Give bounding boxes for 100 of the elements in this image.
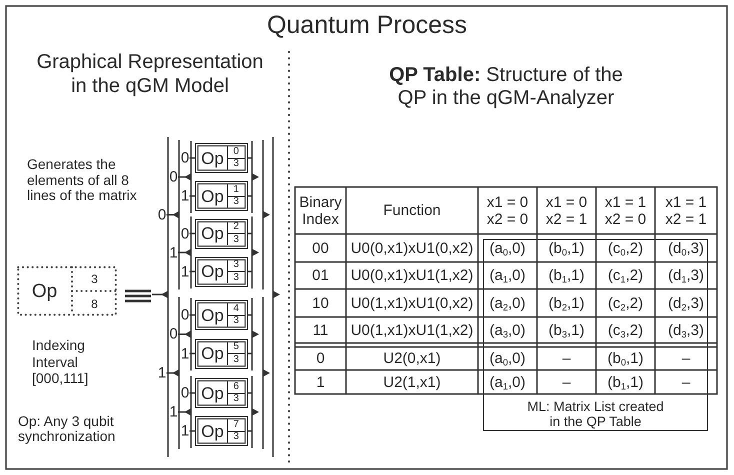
matrix-entry: (b$_{0}$,1) xyxy=(548,240,585,256)
function-expression: U0(0,x1)xU1(1,x2) xyxy=(350,267,474,284)
function-expression: U2(1,x1) xyxy=(383,374,441,390)
lower-number: 8 xyxy=(91,298,98,310)
bit-label: 0 xyxy=(180,308,190,322)
matrix-entry: (b$_{0}$,1) xyxy=(607,350,644,367)
matrix-entry: (a$_{0}$,0) xyxy=(489,350,526,367)
bit-label: 1 xyxy=(180,424,190,438)
fraction-numerator: 4 xyxy=(233,304,239,314)
bit-label: 0 xyxy=(158,207,166,222)
matrix-entry: (a$_{1}$,0) xyxy=(489,374,526,390)
bit-label: 1 xyxy=(158,366,166,380)
matrix-entry: (d$_{3}$,3) xyxy=(668,322,704,338)
fraction-denominator: 3 xyxy=(233,354,239,365)
matrix-entry: (a$_{3}$,0) xyxy=(489,322,526,338)
column-header: Function xyxy=(383,202,441,219)
binary-index: 10 xyxy=(312,294,329,312)
column-header: Binary Index xyxy=(298,194,343,228)
matrix-entry: (c$_{2}$,2) xyxy=(608,294,644,312)
column-header: x1 = 0 x2 = 0 xyxy=(486,194,530,228)
fraction-numerator: 7 xyxy=(233,420,239,430)
bit-label: 0 xyxy=(169,170,178,184)
op-label: Op xyxy=(201,263,224,280)
fraction-numerator: 0 xyxy=(233,146,239,157)
bit-label: 1 xyxy=(180,188,190,204)
matrix-entry: (d$_{0}$,3) xyxy=(668,240,704,256)
fraction-numerator: 6 xyxy=(233,382,239,392)
operator-box xyxy=(195,416,248,446)
matrix-entry: (c$_{0}$,2) xyxy=(608,240,644,256)
matrix-entry: – xyxy=(562,374,571,390)
section-heading: QP Table: Structure of the QP in the qGM-Analyzer xyxy=(388,64,624,110)
matrix-entry: (c$_{1}$,2) xyxy=(608,267,644,284)
function-expression: U0(1,x1)xU1(1,x2) xyxy=(350,322,474,338)
operator-box xyxy=(195,300,248,330)
upper-number: 3 xyxy=(91,272,98,284)
column-header: x1 = 1 x2 = 0 xyxy=(604,194,648,228)
operator-box xyxy=(195,143,248,173)
op-label: Op xyxy=(201,306,224,324)
annotation-text: Generates the elements of all 8 lines of the matrix xyxy=(27,157,138,204)
column-header: x1 = 0 x2 = 1 xyxy=(544,194,588,228)
fraction-numerator: 5 xyxy=(233,342,239,352)
matrix-entry: – xyxy=(682,350,690,367)
op-label: Op xyxy=(201,188,224,204)
fraction-numerator: 3 xyxy=(233,260,239,270)
bit-label: 0 xyxy=(180,386,190,400)
bit-label: 0 xyxy=(180,226,190,241)
matrix-list-box xyxy=(483,239,708,431)
annotation-text: Indexing Interval [000,111] xyxy=(32,337,90,386)
fraction-numerator: 2 xyxy=(233,222,239,232)
bit-label: 1 xyxy=(180,264,190,279)
operator-box xyxy=(195,218,248,248)
op-label: Op xyxy=(201,225,224,242)
op-label: Op xyxy=(32,282,58,300)
op-label: Op xyxy=(201,422,224,440)
matrix-entry: (b$_{2}$,1) xyxy=(548,294,585,312)
fraction-denominator: 3 xyxy=(233,234,239,245)
matrix-entry: (c$_{3}$,2) xyxy=(608,322,644,338)
bit-label: 1 xyxy=(169,245,178,260)
operator-box xyxy=(195,181,248,211)
fraction-numerator: 1 xyxy=(233,184,239,195)
matrix-entry: (a$_{0}$,0) xyxy=(489,240,526,256)
matrix-entry: (b$_{1}$,1) xyxy=(607,374,644,390)
matrix-entry: – xyxy=(562,350,571,367)
fraction-denominator: 3 xyxy=(233,316,239,326)
matrix-entry: (b$_{3}$,1) xyxy=(548,322,585,338)
bit-label: 0 xyxy=(180,150,190,166)
annotation-text: Op: Any 3 qubit synchronization xyxy=(18,414,116,444)
section-heading: Graphical Representation in the qGM Model xyxy=(36,50,264,98)
function-expression: U2(0,x1) xyxy=(383,350,441,367)
operator-box xyxy=(195,338,248,368)
operator-box xyxy=(195,378,248,408)
matrix-entry: (d$_{2}$,3) xyxy=(668,294,704,312)
fraction-denominator: 3 xyxy=(233,159,239,170)
fraction-denominator: 3 xyxy=(233,394,239,404)
matrix-entry: – xyxy=(682,374,690,390)
fraction-denominator: 3 xyxy=(233,432,239,442)
fraction-denominator: 3 xyxy=(233,272,239,283)
binary-index: 00 xyxy=(312,240,329,256)
binary-index: 11 xyxy=(312,322,328,338)
matrix-entry: (d$_{1}$,3) xyxy=(668,267,704,284)
binary-index: 1 xyxy=(316,374,325,390)
binary-index: 01 xyxy=(312,267,329,284)
op-label: Op xyxy=(201,384,224,402)
fraction-denominator: 3 xyxy=(233,197,239,208)
bit-label: 0 xyxy=(169,326,178,342)
op-label: Op xyxy=(201,150,224,166)
column-header: x1 = 1 x2 = 1 xyxy=(664,194,708,228)
matrix-list-caption: ML: Matrix List created in the QP Table xyxy=(526,399,665,429)
function-expression: U0(0,x1)xU1(0,x2) xyxy=(350,240,474,256)
op-label: Op xyxy=(201,345,224,362)
diagram-title: Quantum Process xyxy=(266,11,468,40)
matrix-entry: (a$_{2}$,0) xyxy=(489,294,526,312)
operator-box xyxy=(195,256,248,286)
function-expression: U0(1,x1)xU1(0,x2) xyxy=(350,294,474,312)
matrix-entry: (a$_{1}$,0) xyxy=(489,267,526,284)
matrix-entry: (b$_{1}$,1) xyxy=(548,267,585,284)
operator-definition-box xyxy=(17,266,117,316)
bit-label: 1 xyxy=(180,346,190,361)
bit-label: 1 xyxy=(169,404,178,420)
binary-index: 0 xyxy=(316,350,325,367)
